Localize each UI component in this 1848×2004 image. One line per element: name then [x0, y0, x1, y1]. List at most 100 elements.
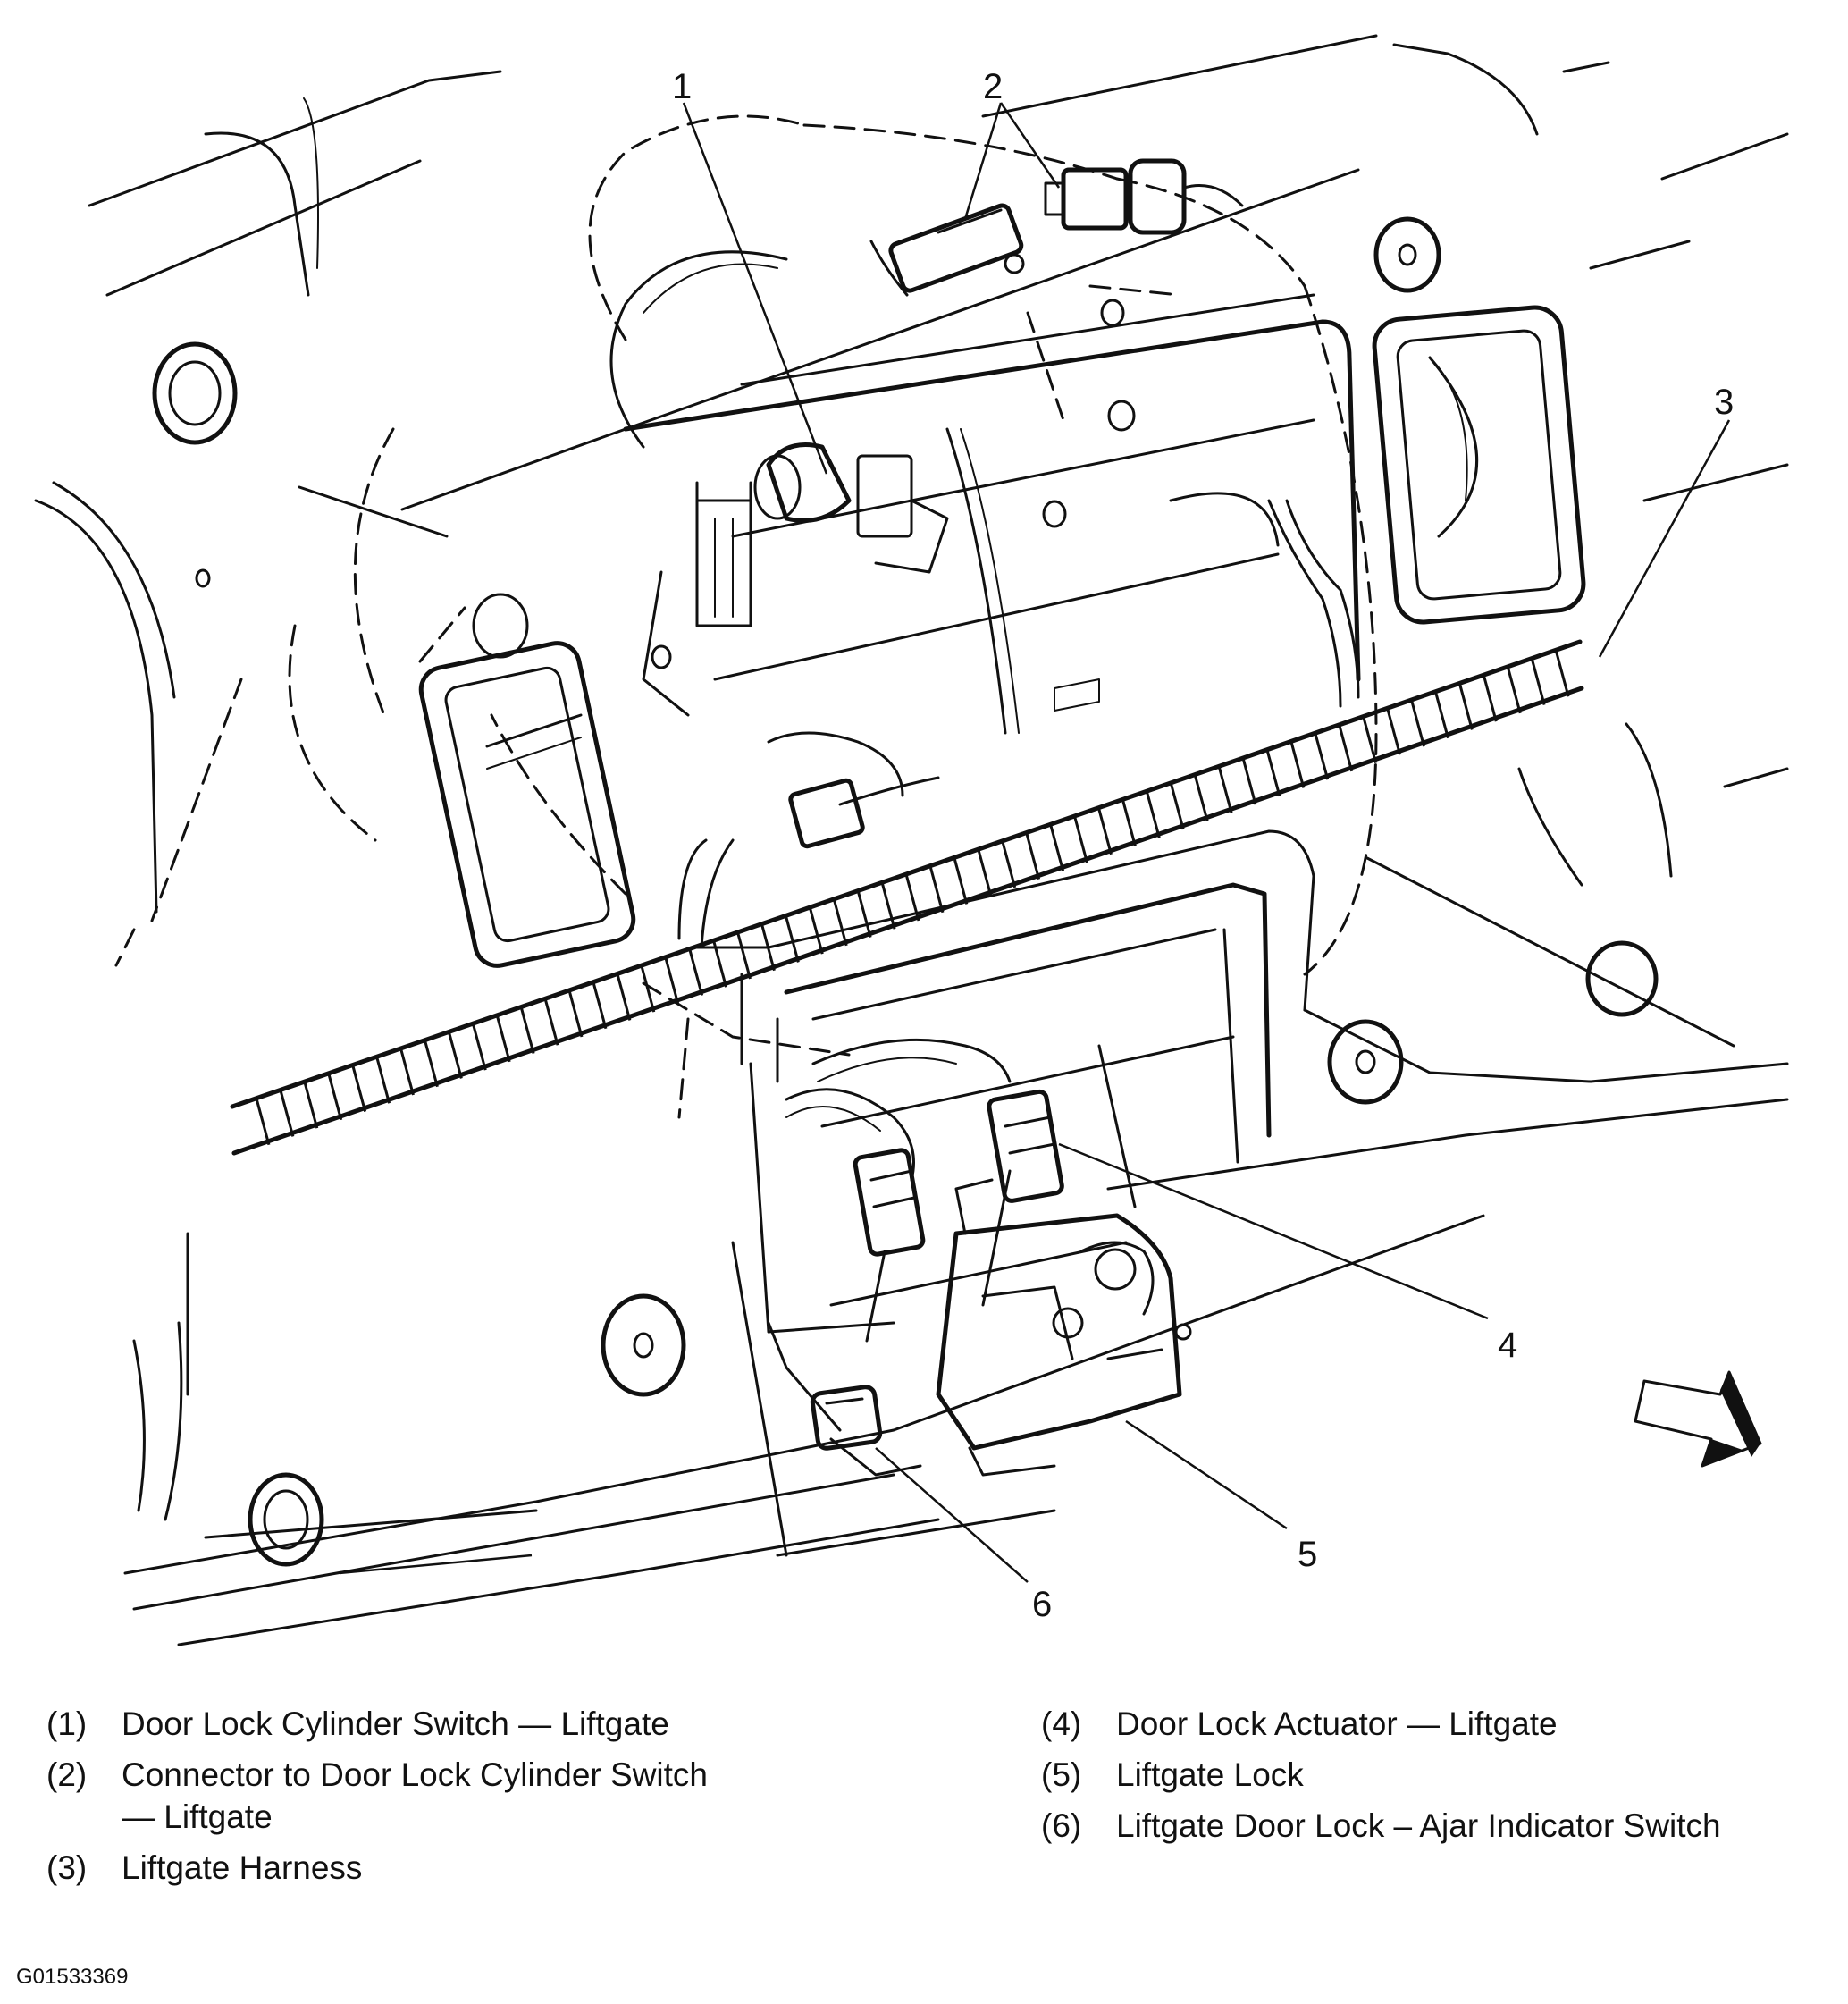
liftgate-panel: [34, 34, 1789, 1646]
harness-hatch-mark: [928, 865, 945, 914]
harness-hatch-mark: [616, 973, 632, 1021]
harness-hatch-mark: [1025, 832, 1041, 880]
harness-hatch-mark: [953, 857, 969, 905]
legend-number: (2): [46, 1756, 88, 1793]
harness-hatch-mark: [279, 1090, 295, 1137]
harness-hatch-mark: [977, 848, 993, 897]
callout-6: 6: [1032, 1585, 1052, 1624]
direction-arrow: [1634, 1370, 1762, 1468]
harness-hatch-mark: [784, 915, 800, 963]
ajar-indicator-switch: [810, 1385, 922, 1477]
legend-number: (1): [46, 1705, 88, 1742]
harness-hatch-mark: [519, 1006, 535, 1054]
harness-hatch-mark: [543, 998, 559, 1046]
legend-left-column: (1) Door Lock Cylinder Switch — Liftgate…: [46, 1703, 985, 1898]
harness-hatch-mark: [1338, 724, 1354, 772]
harness-hatch-mark: [592, 981, 608, 1030]
legend-item-2: (2) Connector to Door Lock Cylinder Swit…: [46, 1754, 985, 1838]
hidden-outlines: [114, 114, 1378, 1119]
harness-hatch-mark: [1073, 815, 1088, 863]
legend-text: Liftgate Harness: [122, 1849, 363, 1886]
harness-hatch-mark: [1530, 658, 1546, 705]
harness-hatch-mark: [1482, 674, 1498, 722]
harness-hatch-mark: [1314, 732, 1330, 780]
harness-hatch-mark: [327, 1073, 343, 1121]
harness-hatch-mark: [375, 1056, 391, 1104]
harness-hatch-mark: [1386, 707, 1402, 755]
harness-hatch-mark: [1433, 691, 1449, 739]
harness-hatch-mark: [567, 989, 584, 1038]
legend-text: Connector to Door Lock Cylinder Switch —…: [122, 1756, 709, 1835]
legend-item-4: (4) Door Lock Actuator — Liftgate: [1041, 1703, 1845, 1745]
legend-text: Liftgate Lock: [1116, 1756, 1304, 1793]
callout-3: 3: [1714, 383, 1734, 422]
harness-hatch-mark: [1457, 683, 1474, 730]
harness-hatch-mark: [904, 873, 920, 922]
harness-hatch-mark: [1362, 716, 1378, 763]
harness-hatch-mark: [471, 1023, 487, 1071]
harness-hatch-mark: [856, 890, 872, 938]
door-lock-cylinder-switch: [642, 442, 949, 717]
liftgate-lock: [936, 1178, 1192, 1477]
leader-lines: [339, 102, 1731, 1583]
legend-text: Door Lock Actuator — Liftgate: [1116, 1705, 1558, 1742]
legend-item-6: (6) Liftgate Door Lock – Ajar Indicator …: [1041, 1805, 1845, 1847]
legend-number: (4): [1041, 1705, 1082, 1742]
left-window-opening: [418, 641, 636, 968]
lower-panel: [695, 829, 1315, 1557]
harness-hatch-mark: [832, 898, 848, 947]
legend-right-column: (4) Door Lock Actuator — Liftgate (5) Li…: [1041, 1703, 1845, 1856]
callout-5: 5: [1298, 1535, 1317, 1574]
legend-number: (6): [1041, 1807, 1082, 1844]
harness-hatch-mark: [1193, 774, 1209, 821]
legend-number: (5): [1041, 1756, 1082, 1793]
harness-hatch-mark: [712, 939, 728, 988]
harness-hatch-mark: [880, 881, 896, 930]
legend-item-3: (3) Liftgate Harness: [46, 1847, 985, 1889]
upper-trim-opening: [623, 293, 1361, 712]
harness-hatch-mark: [808, 906, 824, 955]
harness-hatch-mark: [1554, 649, 1570, 697]
harness-hatch-mark: [1049, 823, 1065, 871]
cylinder-switch-connector: [888, 158, 1244, 293]
harness-connector: [767, 731, 904, 849]
legend-text: Liftgate Door Lock – Ajar Indicator Swit…: [1116, 1807, 1721, 1844]
callout-4: 4: [1498, 1326, 1517, 1365]
harness-hatch-mark: [351, 1065, 367, 1112]
harness-hatch-mark: [736, 931, 752, 980]
harness-hatch-mark: [1145, 790, 1161, 838]
harness-hatch-mark: [1217, 765, 1233, 813]
harness-hatch-mark: [688, 948, 704, 996]
harness-hatch-mark: [303, 1081, 319, 1129]
harness-hatch-mark: [664, 956, 680, 1005]
legend-item-5: (5) Liftgate Lock: [1041, 1754, 1845, 1796]
harness-hatch-mark: [1410, 699, 1425, 747]
harness-hatch-mark: [495, 1015, 511, 1063]
liftgate-harness: [230, 639, 1584, 1156]
harness-hatch-mark: [1096, 807, 1113, 855]
liftgate-wiring-diagram: 1 2 3 4 5 6: [34, 34, 1789, 1646]
callout-numbers: 1 2 3 4 5 6: [672, 67, 1734, 1624]
harness-hatch-mark: [760, 923, 776, 972]
panel-holes: [152, 216, 1659, 1567]
harness-hatch-mark: [1265, 749, 1281, 797]
harness-hatch-mark: [423, 1040, 439, 1088]
harness-hatch-mark: [640, 964, 656, 1013]
harness-hatch-mark: [1169, 782, 1185, 830]
harness-hatch-mark: [255, 1098, 271, 1146]
callout-2: 2: [983, 67, 1003, 106]
legend-number: (3): [46, 1849, 88, 1886]
harness-hatch-mark: [399, 1048, 415, 1096]
harness-hatch-mark: [1121, 799, 1137, 846]
figure-id: G01533369: [16, 1965, 129, 1989]
right-window-opening: [1372, 305, 1586, 625]
wiring: [609, 240, 1020, 1343]
harness-hatch-mark: [1001, 840, 1017, 888]
callout-1: 1: [672, 67, 692, 106]
legend-text: Door Lock Cylinder Switch — Liftgate: [122, 1705, 669, 1742]
harness-hatch-mark: [1289, 741, 1306, 788]
harness-hatch-mark: [1506, 666, 1522, 714]
harness-hatch-mark: [1241, 757, 1257, 805]
door-lock-actuator-connector: [853, 1089, 1064, 1257]
harness-hatch-mark: [447, 1031, 463, 1079]
